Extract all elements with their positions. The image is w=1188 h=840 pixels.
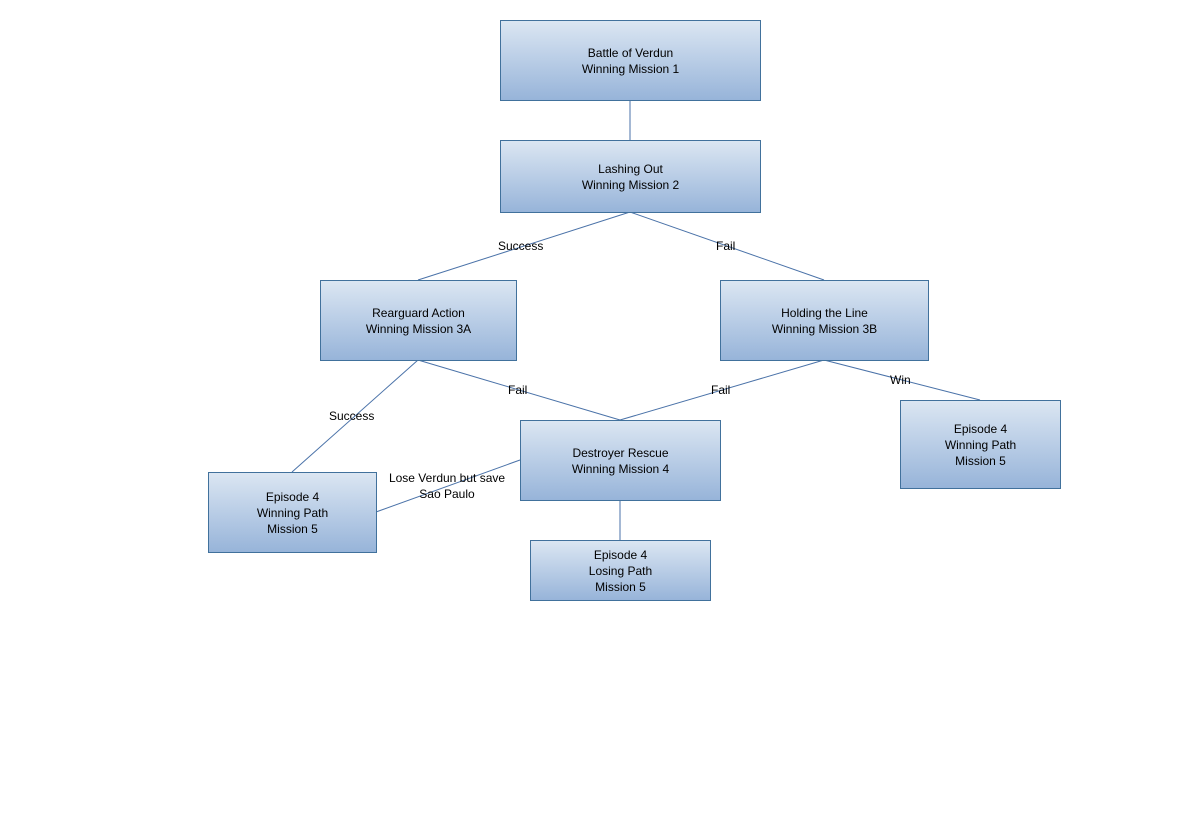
node-lashing-out[interactable]: Lashing Out Winning Mission 2: [500, 140, 761, 213]
node-subtitle: Winning Path: [256, 505, 329, 520]
edge-m2-m3b: [629, 211, 825, 281]
edge-label-line1: Lose Verdun but save: [388, 471, 506, 485]
node-subtitle: Winning Mission 1: [581, 61, 680, 76]
node-holding-the-line[interactable]: Holding the Line Winning Mission 3B: [720, 280, 929, 361]
edge-m4-ep4left: [375, 459, 521, 513]
node-title: Episode 4: [593, 547, 648, 562]
node-rearguard-action[interactable]: Rearguard Action Winning Mission 3A: [320, 280, 517, 361]
node-title: Rearguard Action: [372, 305, 465, 320]
edge-m3a-m4: [417, 359, 621, 421]
edge-label-fail-m3a: Fail: [508, 383, 528, 397]
edge-label-line2: Sao Paulo: [419, 487, 475, 501]
edge-m2-m3a: [417, 211, 631, 281]
node-subtitle: Winning Mission 2: [581, 177, 680, 192]
edge-label-success-m2: Success: [498, 239, 544, 253]
node-battle-of-verdun[interactable]: Battle of Verdun Winning Mission 1: [500, 20, 761, 101]
node-title: Lashing Out: [598, 161, 663, 176]
node-title: Episode 4: [953, 421, 1008, 436]
node-subtitle: Winning Mission 4: [571, 461, 670, 476]
node-detail: Mission 5: [955, 453, 1006, 468]
node-subtitle: Winning Mission 3A: [365, 321, 472, 336]
node-subtitle: Winning Path: [944, 437, 1017, 452]
edge-m3b-m4: [619, 359, 825, 421]
edge-label-win-m3b: Win: [890, 373, 911, 387]
node-destroyer-rescue[interactable]: Destroyer Rescue Winning Mission 4: [520, 420, 721, 501]
edge-label-fail-m2: Fail: [716, 239, 736, 253]
node-title: Holding the Line: [781, 305, 868, 320]
node-title: Destroyer Rescue: [572, 445, 669, 460]
node-episode4-losing[interactable]: Episode 4 Losing Path Mission 5: [530, 540, 711, 601]
edge-m3b-ep4right: [823, 359, 981, 401]
edge-m3a-ep4left: [291, 359, 419, 473]
node-title: Battle of Verdun: [587, 45, 674, 60]
edge-label-fail-m3b: Fail: [711, 383, 731, 397]
node-subtitle: Losing Path: [588, 563, 653, 578]
node-detail: Mission 5: [267, 521, 318, 536]
node-subtitle: Winning Mission 3B: [771, 321, 878, 336]
edge-label-lose-verdun: Lose Verdun but save Sao Paulo: [384, 470, 510, 502]
node-episode4-winning-right[interactable]: Episode 4 Winning Path Mission 5: [900, 400, 1061, 489]
edge-label-success-m3a: Success: [329, 409, 375, 423]
node-detail: Mission 5: [595, 579, 646, 594]
node-episode4-winning-left[interactable]: Episode 4 Winning Path Mission 5: [208, 472, 377, 553]
node-title: Episode 4: [265, 489, 320, 504]
